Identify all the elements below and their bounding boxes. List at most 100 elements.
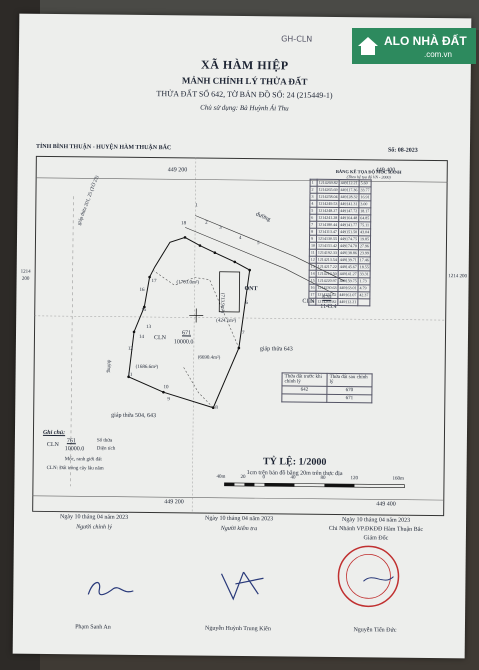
ont-label: ONT xyxy=(244,286,258,293)
coordinate-cell: 23.99 xyxy=(358,249,371,257)
mid-signature xyxy=(220,571,264,601)
change-table-header-before: Thửa đất trước khi chỉnh lý xyxy=(281,372,328,387)
coordinate-cell: 18.17 xyxy=(358,207,371,215)
point-label-10: 10 xyxy=(163,385,169,391)
point-label-17: 17 xyxy=(151,279,157,285)
coordinate-cell: 1214130.55 xyxy=(316,235,339,243)
inner-zone-line-2 xyxy=(183,367,214,408)
coordinate-cell: 1214113.47 xyxy=(316,228,339,236)
marker-16 xyxy=(148,275,151,279)
coordinate-cell: 1214220.97 xyxy=(316,277,339,285)
watermark-logo: ALO NHÀ ĐẤT .com.vn xyxy=(352,28,476,64)
coordinate-cell: 1214217.22 xyxy=(316,263,339,271)
parcel-671-number: 671 xyxy=(181,330,192,337)
grid-label-bottom-right: 449 400 xyxy=(376,501,396,508)
point-label-15: 15 xyxy=(141,307,147,313)
legend-area: 10000.0 xyxy=(64,446,85,453)
marker-10 xyxy=(127,375,130,379)
scale-bar xyxy=(224,482,405,489)
coordinate-cell: 12 xyxy=(309,256,317,264)
parcel-map xyxy=(32,157,448,514)
scale-tick-7: 160m xyxy=(392,476,404,482)
legend-box: Ghi chú: CLN 761 10000.0 Số thửa Diện tí… xyxy=(42,429,153,472)
coordinate-cell: 17.46 xyxy=(358,256,371,264)
scale-bar-seg-4 xyxy=(324,483,355,488)
legend-type: CLN xyxy=(46,441,59,449)
coordinate-cell: 18.55 xyxy=(358,263,371,271)
coordinate-cell: 449147.72 xyxy=(338,207,359,215)
marker-15 xyxy=(142,305,146,309)
sheet-number: Số: 08-2023 xyxy=(387,147,418,154)
coordinate-cell: 449112.21 xyxy=(337,298,358,306)
coordinate-cell: 9 xyxy=(309,235,317,243)
coordinate-cell: 1214249.53 xyxy=(316,200,339,208)
legend-area-label: Diện tích xyxy=(96,446,116,452)
coordinate-cell: 449164.48 xyxy=(338,214,359,222)
coordinate-cell: 33.31 xyxy=(358,270,371,278)
legend-number: 761 xyxy=(66,438,76,445)
mid-signature-stroke xyxy=(220,571,264,601)
coordinate-cell: 43.04 xyxy=(358,228,371,236)
point-label-5: 5 xyxy=(256,241,260,247)
point-label-16: 16 xyxy=(139,287,145,293)
coordinate-cell: 1214180.44 xyxy=(316,221,339,229)
coordinate-cell: 449112.21 xyxy=(339,179,360,187)
coordinate-cell xyxy=(357,298,370,306)
document-title: MẢNH CHÍNH LÝ THỬA ĐẤT xyxy=(181,75,308,87)
coordinate-cell: 27.96 xyxy=(358,242,371,250)
point-label-12: 12 xyxy=(127,346,133,352)
area-note-3: (424.1m²) xyxy=(216,318,237,324)
coordinate-cell: 5.60 xyxy=(359,179,372,187)
area-note-2: (713.9m²) xyxy=(219,292,225,313)
scale-bar-seg-3 xyxy=(264,483,295,487)
scale-ratio: TỶ LỆ: 1/2000 xyxy=(262,456,327,468)
road-edge-2 xyxy=(195,215,345,282)
left-sign-name: Phạm Sanh An xyxy=(75,624,111,631)
scale-tick-2: 20 xyxy=(240,474,246,481)
scale-bar-seg-1 xyxy=(224,482,235,486)
right-sign-name: Nguyễn Tiến Đức xyxy=(353,627,397,634)
left-boundary-dash xyxy=(70,196,74,487)
mid-sign-name: Nguyễn Huỳnh Trung Kiên xyxy=(204,625,271,633)
watermark-domain: .com.vn xyxy=(424,50,453,59)
handwritten-note: GH-CLN xyxy=(281,34,313,44)
marker-4 xyxy=(233,260,237,264)
coordinate-cell: 1214151.42 xyxy=(316,242,339,250)
legend-title: Ghi chú: xyxy=(42,429,66,437)
coordinate-cell: 1214213.50 xyxy=(316,270,339,278)
seal-outer-ring xyxy=(337,545,400,608)
area-note-1: (1703.0m²) xyxy=(176,280,200,286)
house-icon xyxy=(358,37,378,55)
grid-label-bottom-left: 449 200 xyxy=(164,499,184,506)
parcel-671-type: CLN xyxy=(153,335,167,342)
left-signature xyxy=(87,582,134,596)
point-label-9: 9 xyxy=(167,397,170,403)
grid-label-left: 1214 200 xyxy=(20,269,31,282)
coordinate-cell: 449151.50 xyxy=(338,228,359,236)
scale-bar-seg-2 xyxy=(244,483,255,487)
area-note-5: (1686.6m²) xyxy=(135,364,159,371)
coordinate-cell: 1214248.27 xyxy=(316,207,339,215)
road-left-label: đường xyxy=(105,359,111,373)
coordinate-cell: 449128.32 xyxy=(338,193,359,201)
coordinate-cell: 449159.75 xyxy=(338,277,359,285)
legend-marker-text: Mốc, ranh giới đất xyxy=(64,457,102,463)
coordinate-table: BẢNG KÊ TỌA ĐỘ MỐC RANH (Theo hệ tọa độ … xyxy=(308,169,427,307)
coordinate-cell: 64.85 xyxy=(358,214,371,222)
grid-line-middle xyxy=(34,315,447,321)
coordinate-cell: 1214269.82 xyxy=(317,179,340,187)
coordinate-cell: 449141.77 xyxy=(338,221,359,229)
region-label: TỈNH BÌNH THUẬN - HUYỆN HÀM THUẬN BẮC xyxy=(35,143,172,152)
point-label-18: 18 xyxy=(181,221,187,227)
change-table-after-2: 671 xyxy=(326,394,372,403)
coordinate-cell: 6 xyxy=(309,214,317,222)
point-label-11: 11 xyxy=(127,372,133,378)
